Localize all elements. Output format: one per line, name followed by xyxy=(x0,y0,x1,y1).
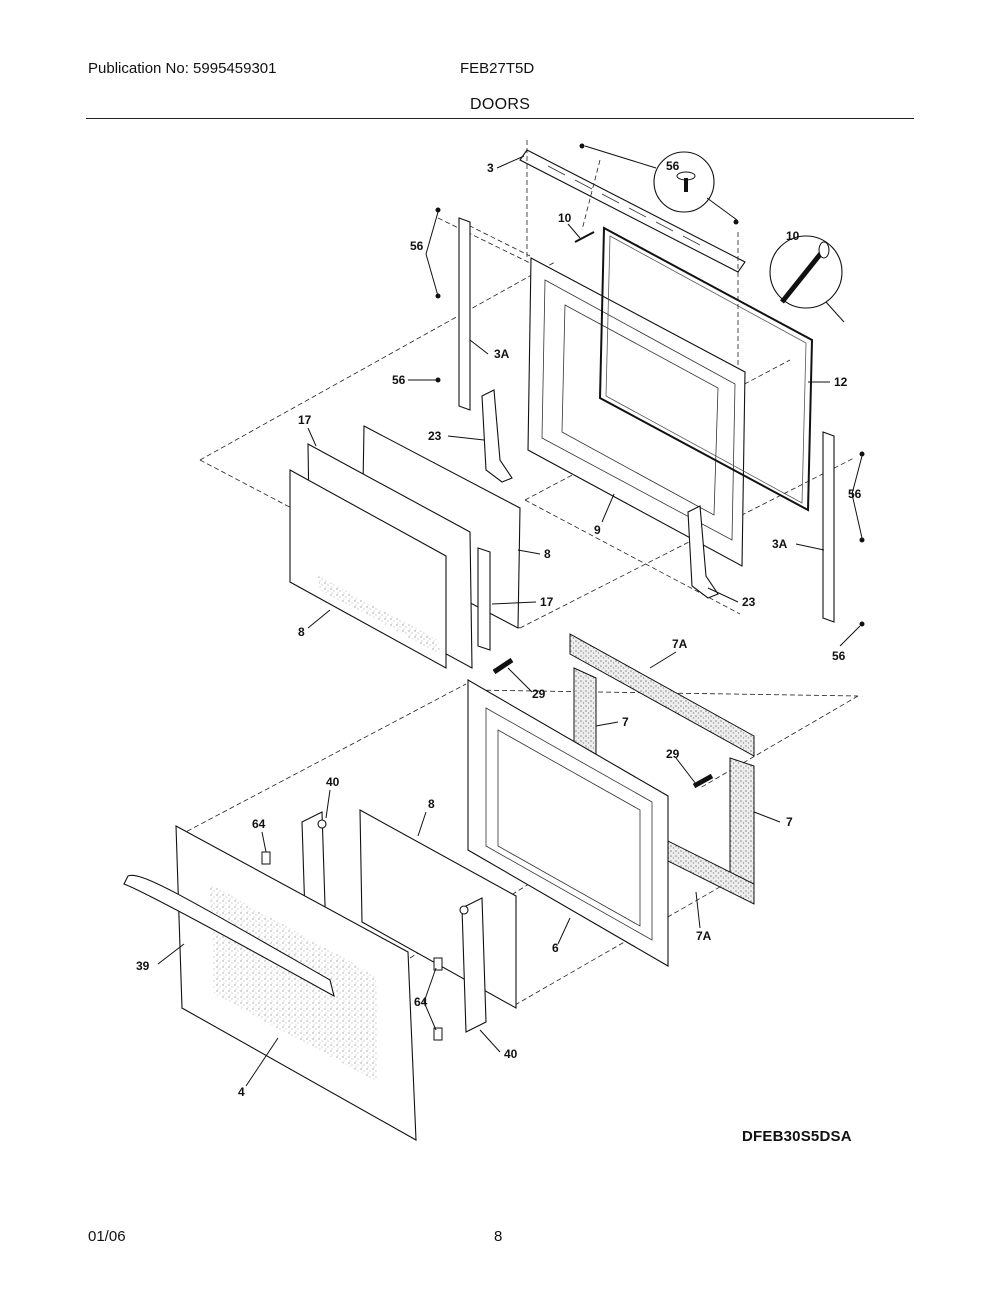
section-title: DOORS xyxy=(470,96,531,113)
callout-17-right: 17 xyxy=(540,595,554,609)
publication-number: Publication No: 5995459301 xyxy=(88,60,277,77)
glass-frame-assembly xyxy=(289,425,521,669)
callout-7a-top: 7A xyxy=(672,637,688,651)
callout-10-zoom: 10 xyxy=(786,229,800,243)
callout-56-mid: 56 xyxy=(392,373,406,387)
clips xyxy=(261,851,443,1041)
small-screws xyxy=(435,143,865,627)
callout-6: 6 xyxy=(552,941,559,955)
hinge-bracket-lower xyxy=(459,897,487,1033)
header-rule xyxy=(86,118,914,119)
callout-56-right: 56 xyxy=(848,487,862,501)
page-number: 8 xyxy=(494,1228,503,1245)
footer-date: 01/06 xyxy=(88,1228,126,1245)
screw-zoom-circle xyxy=(653,151,715,213)
hinge-right xyxy=(687,505,719,599)
callout-40-top: 40 xyxy=(326,775,340,789)
callout-56-left: 56 xyxy=(410,239,424,253)
callout-12: 12 xyxy=(834,375,848,389)
callout-56-bottom: 56 xyxy=(832,649,846,663)
door-gasket xyxy=(598,226,814,512)
callout-10-top: 10 xyxy=(558,211,572,225)
side-trim-left xyxy=(458,217,471,411)
callout-3a-right: 3A xyxy=(772,537,788,551)
callout-64-top: 64 xyxy=(252,817,266,831)
inner-door-liner xyxy=(527,257,746,567)
callout-39: 39 xyxy=(136,959,150,973)
hinge-left xyxy=(481,389,513,483)
rod-zoom-circle xyxy=(769,235,843,309)
callout-8-mid: 8 xyxy=(428,797,435,811)
callout-64-bottom: 64 xyxy=(414,995,428,1009)
callout-8-left: 8 xyxy=(298,625,305,639)
callout-7a-bottom: 7A xyxy=(696,929,712,943)
callout-29-right: 29 xyxy=(666,747,680,761)
diagram-code: DFEB30S5DSA xyxy=(742,1128,852,1145)
callout-4: 4 xyxy=(238,1085,245,1099)
callout-3a-left: 3A xyxy=(494,347,510,361)
callout-23-left: 23 xyxy=(428,429,442,443)
callout-3: 3 xyxy=(487,161,494,175)
callout-9: 9 xyxy=(594,523,601,537)
callout-labels: 3 56 56 10 10 3A 56 12 17 23 56 9 3A 8 1… xyxy=(136,159,862,1099)
callout-23-right: 23 xyxy=(742,595,756,609)
callout-56-top: 56 xyxy=(666,159,680,173)
side-trim-right xyxy=(822,431,835,623)
model-number: FEB27T5D xyxy=(460,60,535,77)
callout-17-top: 17 xyxy=(298,413,312,427)
callout-29-left: 29 xyxy=(532,687,546,701)
callout-7-right: 7 xyxy=(786,815,793,829)
callout-leaders xyxy=(157,155,863,1087)
callout-40-bottom: 40 xyxy=(504,1047,518,1061)
callout-8-right: 8 xyxy=(544,547,551,561)
door-handle xyxy=(123,874,335,998)
callout-7-top: 7 xyxy=(622,715,629,729)
door-frame xyxy=(467,679,669,967)
